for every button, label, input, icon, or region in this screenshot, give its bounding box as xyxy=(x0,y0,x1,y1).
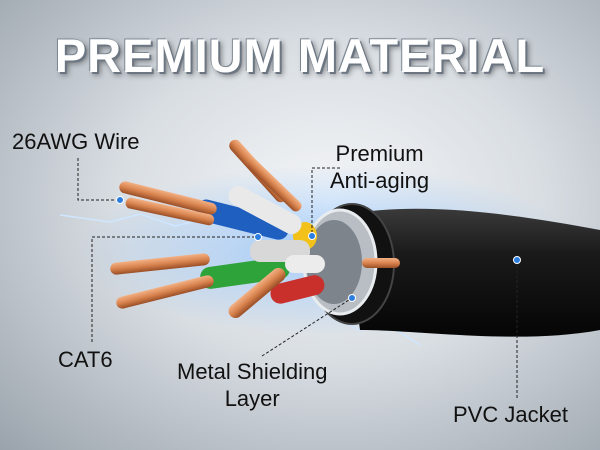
copper-wire xyxy=(247,159,302,212)
pvc-jacket-body xyxy=(345,208,600,337)
pointer-dot-cat6 xyxy=(254,233,262,241)
label-line: Premium xyxy=(335,141,424,166)
pointer-dot-shielding xyxy=(348,294,356,302)
pointer-dot-pvc xyxy=(513,256,521,264)
label-line: Layer xyxy=(224,386,280,411)
leader-antiaging xyxy=(311,167,340,235)
copper-wire xyxy=(116,275,214,309)
leader-26awg xyxy=(77,158,120,201)
copper-wire xyxy=(110,253,210,275)
pair-blue xyxy=(195,199,290,240)
copper-wire xyxy=(228,268,286,318)
pair-white-2 xyxy=(285,255,325,273)
leader-shielding xyxy=(261,297,353,357)
label-line: Metal Shielding xyxy=(177,359,328,384)
copper-wire xyxy=(125,197,215,226)
pair-red xyxy=(270,275,325,304)
label-line: Anti-aging xyxy=(330,168,430,193)
pair-white xyxy=(228,185,302,235)
label-26awg-wire: 26AWG Wire xyxy=(12,129,140,154)
pointer-dot-26awg xyxy=(116,196,124,204)
headline: PREMIUM MATERIAL xyxy=(54,29,546,82)
label-cat6: CAT6 xyxy=(58,347,113,372)
copper-wire xyxy=(119,181,217,215)
label-metal-shielding-layer: Metal Shielding Layer xyxy=(177,358,327,412)
copper-wire xyxy=(362,258,400,268)
label-pvc-jacket: PVC Jacket xyxy=(453,402,568,427)
pointer-dot-antiaging xyxy=(308,232,316,240)
label-premium-anti-aging: Premium Anti-aging xyxy=(330,140,429,194)
lightning-arc xyxy=(59,213,206,227)
leader-cat6 xyxy=(91,236,258,342)
